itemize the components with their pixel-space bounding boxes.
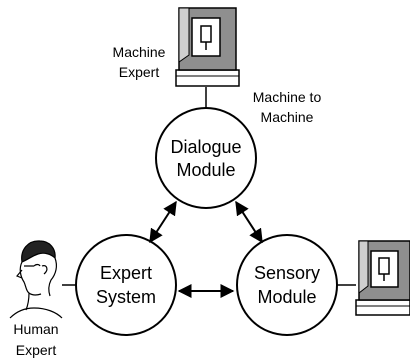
- human-head-icon: [9, 240, 63, 319]
- sensory-module-line2: Module: [257, 287, 316, 307]
- label-machine-to-machine-line1: Machine to: [253, 89, 322, 105]
- dialogue-module-line1: Dialogue: [170, 137, 241, 157]
- expert-system-node: Expert System: [75, 234, 177, 336]
- dialogue-module-node: Dialogue Module: [155, 107, 257, 209]
- expert-system-line1: Expert: [100, 263, 152, 283]
- machine-terminal-icon: [175, 7, 240, 87]
- label-human-expert-line1: Human: [13, 321, 58, 337]
- label-machine-to-machine-line2: Machine: [261, 109, 314, 125]
- expert-system-line2: System: [96, 287, 156, 307]
- arrow-dialogue-sensory: [235, 200, 263, 244]
- sensory-module-line1: Sensory: [254, 263, 320, 283]
- label-machine-to-machine: Machine to Machine: [253, 89, 322, 125]
- label-human-expert: Human Expert: [13, 321, 58, 358]
- machine-terminal-icon: [355, 240, 410, 316]
- label-human-expert-line2: Expert: [16, 342, 57, 358]
- arrow-dialogue-expert: [149, 200, 177, 244]
- sensory-module-node: Sensory Module: [236, 234, 338, 336]
- label-machine-expert-line2: Expert: [119, 64, 160, 80]
- label-machine-expert: Machine Expert: [113, 44, 166, 80]
- label-machine-expert-line1: Machine: [113, 44, 166, 60]
- dialogue-module-line2: Module: [176, 160, 235, 180]
